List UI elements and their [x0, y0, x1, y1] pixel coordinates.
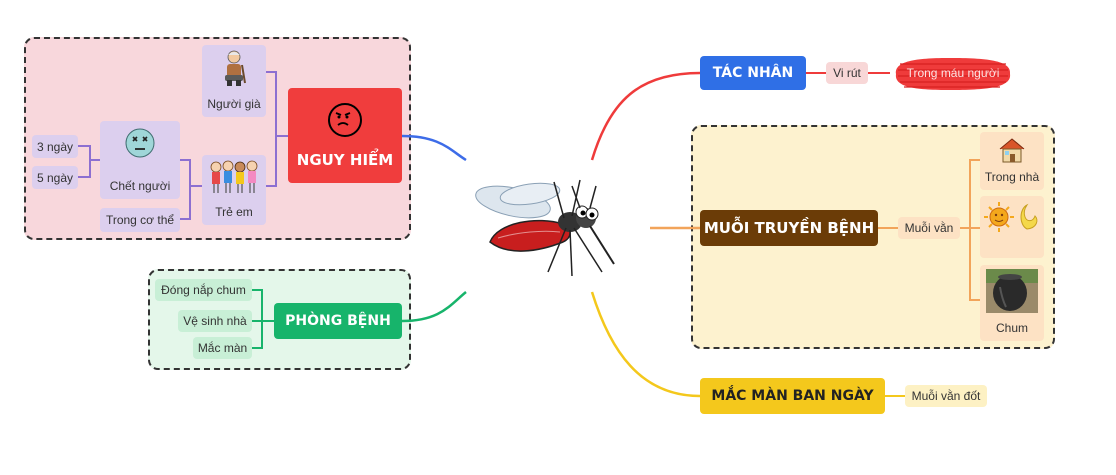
children-node[interactable]: Trẻ em	[202, 155, 266, 225]
three-days-node[interactable]: 3 ngày	[32, 135, 78, 158]
children-icon	[210, 160, 258, 193]
children-label: Trẻ em	[215, 205, 253, 219]
day-net-topic[interactable]: MẮC MÀN BAN NGÀY	[700, 378, 885, 414]
jar-label: Chum	[995, 321, 1028, 335]
water-jar-icon	[986, 269, 1038, 313]
death-node[interactable]: Chết người	[100, 121, 180, 199]
elderly-node[interactable]: Người già	[202, 45, 266, 117]
jar-node[interactable]: Chum	[980, 265, 1044, 341]
five-days-node[interactable]: 5 ngày	[32, 166, 78, 189]
in-body-node[interactable]: Trong cơ thể	[100, 208, 180, 232]
prevention-topic[interactable]: PHÒNG BỆNH	[274, 303, 402, 339]
elderly-label: Người già	[207, 97, 261, 111]
sun-moon-icon	[984, 202, 1038, 232]
close-jar-node[interactable]: Đóng nắp chum	[155, 279, 252, 301]
virus-node[interactable]: Vi rút	[826, 62, 868, 84]
agent-topic[interactable]: TÁC NHÂN	[700, 56, 806, 90]
mosquito-net-node[interactable]: Mắc màn	[193, 337, 252, 359]
danger-topic[interactable]: NGUY HIỂM	[288, 88, 402, 183]
house-icon	[999, 138, 1025, 163]
indoor-node[interactable]: Trong nhà	[980, 132, 1044, 190]
bite-node[interactable]: Muỗi vằn đốt	[905, 385, 987, 407]
angry-face-icon	[328, 102, 362, 137]
danger-title: NGUY HIỂM	[296, 150, 394, 169]
indoor-label: Trong nhà	[984, 170, 1040, 184]
in-blood-node[interactable]: Trong máu người	[906, 66, 1000, 80]
death-label: Chết người	[109, 179, 171, 193]
aedes-node[interactable]: Muỗi vằn	[898, 217, 960, 239]
clean-house-node[interactable]: Vệ sinh nhà	[178, 310, 252, 332]
elderly-person-icon	[225, 50, 246, 86]
mosquito-image	[475, 179, 615, 277]
day-night-node[interactable]	[980, 196, 1044, 258]
carrier-topic[interactable]: MUỖI TRUYỀN BỆNH	[700, 210, 878, 246]
blood-scribble-shape	[895, 58, 1011, 90]
dizzy-face-icon	[125, 128, 155, 158]
